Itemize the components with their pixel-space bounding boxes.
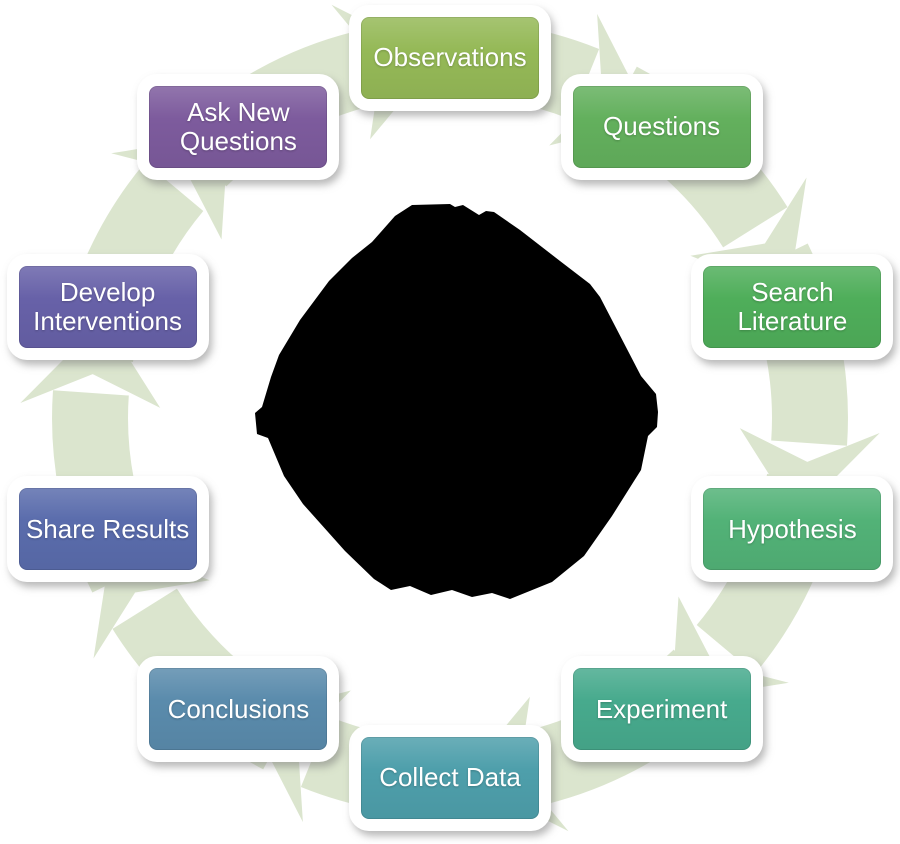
blob-shape [255, 204, 658, 599]
